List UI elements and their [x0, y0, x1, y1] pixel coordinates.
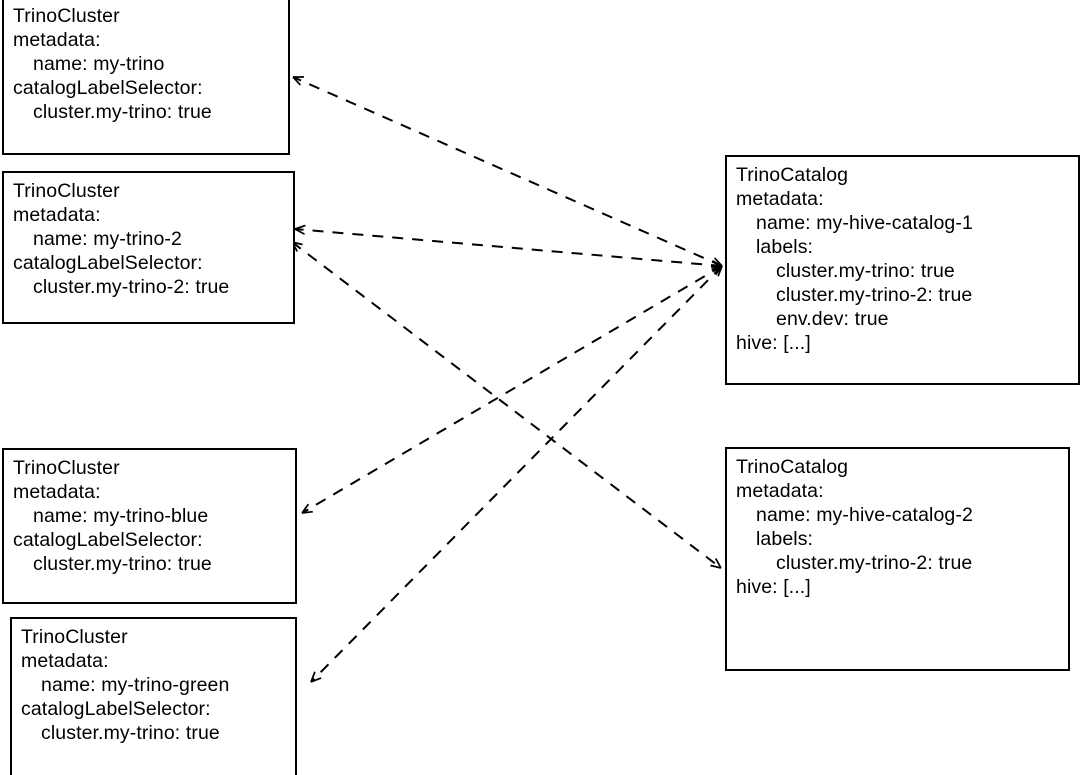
node-line: cluster.my-trino: true — [33, 101, 212, 123]
node-line: hive: [...] — [736, 576, 811, 598]
node-line: TrinoCluster — [13, 5, 120, 27]
node-line: metadata: — [736, 188, 824, 210]
edge-catalog1-to-my-trino-blue — [302, 266, 722, 513]
node-line: labels: — [756, 528, 814, 550]
node-line: cluster.my-trino: true — [41, 722, 220, 744]
node-trinocluster-my-trino-blue[interactable]: TrinoCluster metadata: name: my-trino-bl… — [2, 448, 297, 604]
node-line: metadata: — [13, 481, 101, 503]
node-line: metadata: — [13, 29, 101, 51]
node-line: hive: [...] — [736, 332, 811, 354]
node-line: catalogLabelSelector: — [13, 252, 203, 274]
node-line: cluster.my-trino-2: true — [776, 284, 973, 306]
node-line: cluster.my-trino-2: true — [33, 276, 230, 298]
node-line: name: my-hive-catalog-2 — [756, 504, 973, 526]
node-trinocatalog-my-hive-catalog-1[interactable]: TrinoCatalog metadata: name: my-hive-cat… — [725, 155, 1080, 385]
node-line: cluster.my-trino: true — [776, 260, 955, 282]
node-line: cluster.my-trino-2: true — [776, 552, 973, 574]
node-line: catalogLabelSelector: — [21, 698, 211, 720]
node-trinocatalog-my-hive-catalog-2[interactable]: TrinoCatalog metadata: name: my-hive-cat… — [725, 447, 1070, 671]
node-line: metadata: — [13, 204, 101, 226]
node-line: name: my-trino — [33, 53, 165, 75]
edge-catalog1-to-my-trino — [293, 76, 722, 267]
node-line: TrinoCatalog — [736, 164, 849, 186]
node-line: TrinoCatalog — [736, 456, 849, 478]
node-line: TrinoCluster — [13, 457, 120, 479]
node-line: cluster.my-trino: true — [33, 553, 212, 575]
node-trinocluster-my-trino-green[interactable]: TrinoCluster metadata: name: my-trino-gr… — [10, 617, 297, 775]
node-line: env.dev: true — [776, 308, 889, 330]
node-trinocluster-my-trino-2[interactable]: TrinoCluster metadata: name: my-trino-2 … — [2, 171, 295, 324]
node-line: TrinoCluster — [13, 180, 120, 202]
node-line: labels: — [756, 236, 814, 258]
edge-catalog1-to-my-trino-green — [311, 266, 722, 682]
edge-my-trino-2-to-catalog2 — [292, 242, 721, 568]
node-line: metadata: — [736, 480, 824, 502]
node-line: catalogLabelSelector: — [13, 529, 203, 551]
node-line: name: my-trino-2 — [33, 228, 182, 250]
node-trinocluster-my-trino[interactable]: TrinoCluster metadata: name: my-trino ca… — [2, 0, 290, 155]
node-line: catalogLabelSelector: — [13, 77, 203, 99]
edge-catalog1-to-my-trino-2 — [295, 229, 722, 266]
node-line: name: my-hive-catalog-1 — [756, 212, 973, 234]
node-line: metadata: — [21, 650, 109, 672]
node-line: name: my-trino-green — [41, 674, 230, 696]
node-line: TrinoCluster — [21, 626, 128, 648]
node-line: name: my-trino-blue — [33, 505, 209, 527]
